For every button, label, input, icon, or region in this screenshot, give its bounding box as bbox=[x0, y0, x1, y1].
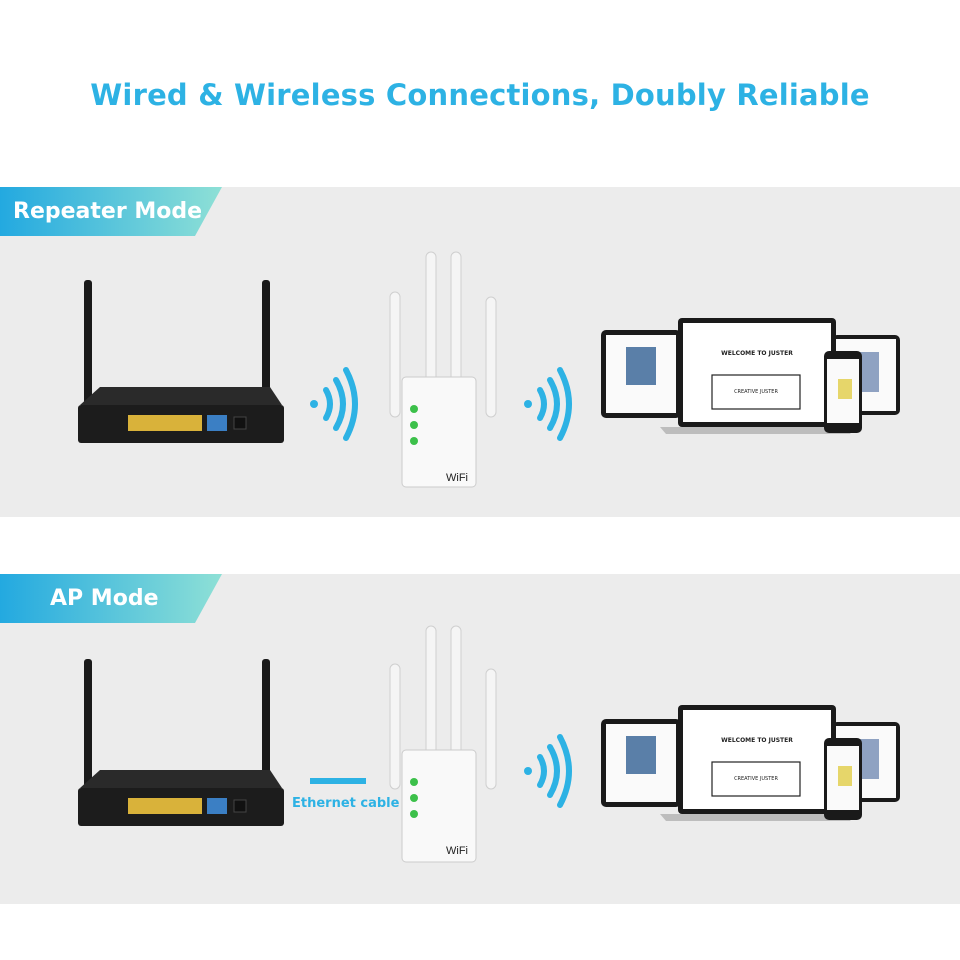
ribbon-shape bbox=[0, 187, 222, 236]
svg-text:WELCOME TO JUSTER: WELCOME TO JUSTER bbox=[721, 350, 793, 357]
svg-text:WiFi: WiFi bbox=[446, 845, 468, 857]
svg-text:CREATIVE JUSTER: CREATIVE JUSTER bbox=[734, 389, 778, 395]
repeater-illustration: WiFi WELCOME TO JUSTER CREATIVE JUSTER bbox=[78, 251, 900, 488]
svg-text:CREATIVE JUSTER: CREATIVE JUSTER bbox=[734, 776, 778, 782]
ap-mode-panel: AP Mode WiFi bbox=[0, 574, 960, 904]
wifi-signal-icon bbox=[310, 367, 358, 441]
mode-label: AP Mode bbox=[50, 586, 159, 611]
repeater-mode-panel: Repeater Mode bbox=[0, 187, 960, 517]
tablet-icon bbox=[601, 719, 681, 807]
headline: Wired & Wireless Connections, Doubly Rel… bbox=[90, 78, 870, 112]
ribbon-shape bbox=[0, 574, 222, 623]
router-icon bbox=[78, 280, 284, 443]
router-icon bbox=[78, 659, 284, 826]
ap-illustration: WiFi WELCOME TO JUSTER CREATIVE JUSTER bbox=[78, 625, 900, 863]
mode-ribbon: Repeater Mode bbox=[0, 187, 222, 236]
ethernet-cable-icon bbox=[310, 778, 366, 784]
svg-text:WELCOME TO JUSTER: WELCOME TO JUSTER bbox=[721, 737, 793, 744]
phone-icon bbox=[824, 738, 862, 820]
tablet-icon bbox=[601, 330, 681, 418]
wifi-signal-icon bbox=[524, 367, 572, 441]
laptop-icon: WELCOME TO JUSTER CREATIVE JUSTER bbox=[660, 318, 856, 434]
ethernet-cable-label: Ethernet cable bbox=[292, 796, 400, 811]
svg-text:WiFi: WiFi bbox=[446, 472, 468, 484]
mode-ribbon: AP Mode bbox=[0, 574, 222, 623]
mode-label: Repeater Mode bbox=[13, 199, 202, 224]
phone-icon bbox=[824, 351, 862, 433]
extender-icon: WiFi bbox=[389, 251, 497, 488]
extender-icon: WiFi bbox=[389, 625, 497, 863]
laptop-icon: WELCOME TO JUSTER CREATIVE JUSTER bbox=[660, 705, 856, 821]
wifi-signal-icon bbox=[524, 734, 572, 808]
